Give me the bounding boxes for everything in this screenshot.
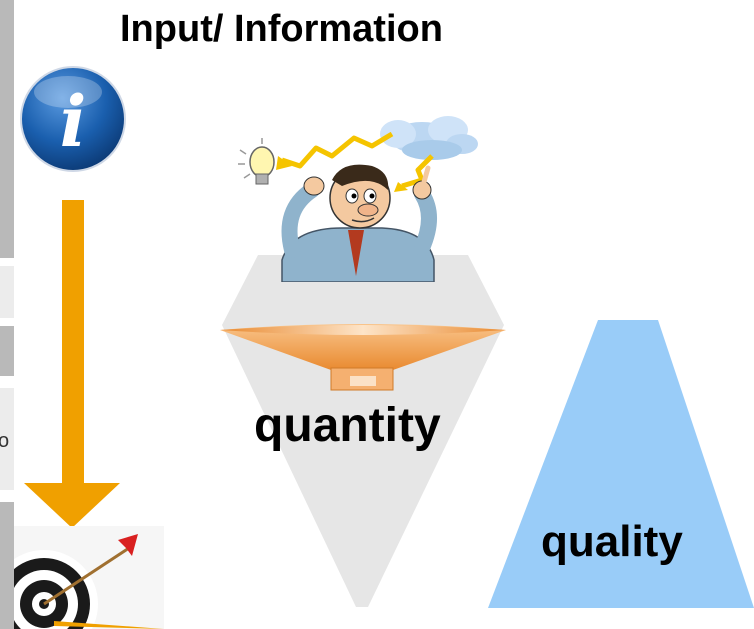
left-edge-strip-5 — [0, 502, 14, 629]
edge-text-fragment: o — [0, 430, 10, 452]
left-edge-strip-3 — [0, 326, 14, 376]
dartboard-icon — [14, 526, 164, 629]
funnel-label: quantity — [254, 399, 441, 452]
cloud-icon — [380, 116, 478, 160]
info-icon-letter: i — [60, 80, 87, 163]
left-edge-strip-1 — [0, 0, 14, 258]
lightning-icon — [276, 131, 434, 192]
pyramid-label: quality — [541, 517, 683, 566]
diagram-title: Input/ Information — [120, 8, 443, 50]
thinking-man-illustration — [238, 116, 478, 282]
info-icon: i — [20, 66, 126, 172]
left-edge-strip-4 — [0, 388, 14, 490]
left-edge-strip-2 — [0, 266, 14, 318]
lightbulb-icon — [238, 138, 275, 185]
quality-pyramid — [488, 320, 754, 608]
funnel-lip — [220, 324, 506, 391]
down-arrow — [24, 200, 120, 528]
